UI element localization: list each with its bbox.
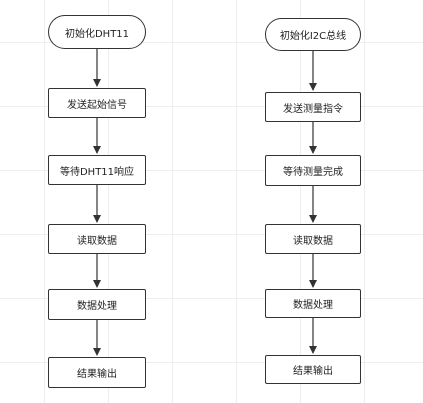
process-node-wait-dht11-response: 等待DHT11响应 <box>48 155 146 185</box>
process-node-output-result: 结果输出 <box>265 355 361 384</box>
node-label: 发送测量指令 <box>283 103 343 115</box>
start-node-init-i2c-bus: 初始化I2C总线 <box>265 18 361 51</box>
process-node-data-processing: 数据处理 <box>48 289 146 320</box>
node-label: 数据处理 <box>293 300 333 311</box>
process-node-read-data: 读取数据 <box>265 224 361 254</box>
node-label: 等待DHT11响应 <box>59 166 135 178</box>
node-label: 初始化I2C总线 <box>279 31 347 42</box>
process-node-send-start-signal: 发送起始信号 <box>48 88 146 118</box>
start-node-init-dht11: 初始化DHT11 <box>48 15 146 49</box>
process-node-wait-measure-complete: 等待测量完成 <box>265 155 361 186</box>
node-label: 读取数据 <box>293 235 333 247</box>
node-label: 读取数据 <box>77 235 117 247</box>
node-label: 初始化DHT11 <box>64 28 130 40</box>
node-label: 结果输出 <box>77 369 117 380</box>
node-label: 数据处理 <box>77 301 117 312</box>
node-label: 发送起始信号 <box>67 99 127 111</box>
node-label: 结果输出 <box>293 366 333 377</box>
process-node-output-result: 结果输出 <box>48 357 146 388</box>
process-node-read-data: 读取数据 <box>48 224 146 254</box>
node-label: 等待测量完成 <box>283 167 343 178</box>
process-node-data-processing: 数据处理 <box>265 289 361 318</box>
process-node-send-measure-command: 发送测量指令 <box>265 92 361 122</box>
